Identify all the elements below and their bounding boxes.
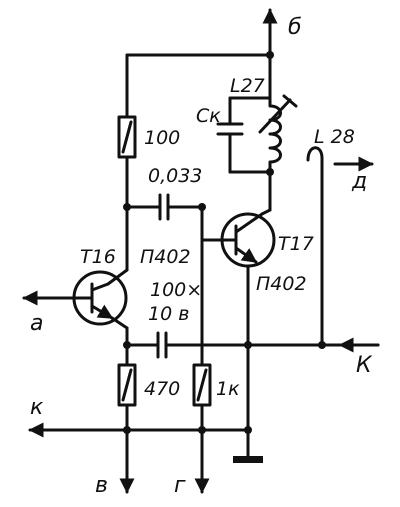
coil-l28 bbox=[306, 146, 324, 347]
terminal-a-label: а bbox=[30, 311, 43, 336]
cap-ck-label: Ск bbox=[196, 105, 221, 127]
terminal-g-label: г bbox=[174, 473, 186, 498]
t17-name: Т17 bbox=[278, 233, 314, 255]
resistor-1k-label: 1к bbox=[216, 378, 240, 400]
capacitor-0033-label: 0,033 bbox=[148, 165, 202, 187]
terminal-k-left-label: к bbox=[30, 395, 44, 420]
tank-circuit-l27 bbox=[216, 68, 298, 212]
terminal-d-label: д bbox=[351, 169, 367, 194]
resistor-100-label: 100 bbox=[144, 127, 180, 149]
terminal-v-label: в bbox=[95, 473, 108, 498]
t16-type: П402 bbox=[140, 246, 191, 268]
terminal-b-label: б bbox=[288, 15, 302, 40]
cap-emitter-voltage: 10 в bbox=[148, 303, 189, 325]
resistor-470 bbox=[117, 343, 137, 494]
capacitor-emitter bbox=[123, 331, 380, 359]
bottom-k-line bbox=[28, 422, 263, 463]
coil-l27-label: L27 bbox=[230, 75, 265, 97]
transistor-t17 bbox=[200, 205, 276, 432]
terminal-k-right-label: К bbox=[356, 353, 373, 378]
transistor-t16 bbox=[22, 205, 129, 347]
resistor-470-label: 470 bbox=[144, 378, 180, 400]
t16-name: Т16 bbox=[80, 246, 116, 268]
resistor-1k bbox=[192, 238, 212, 494]
resistor-100 bbox=[117, 53, 137, 211]
capacitor-0033 bbox=[125, 193, 206, 221]
t17-type: П402 bbox=[256, 273, 307, 295]
supply-rail bbox=[125, 8, 278, 72]
coil-l28-label: L 28 bbox=[314, 126, 355, 148]
cap-emitter-value: 100× bbox=[150, 279, 202, 301]
